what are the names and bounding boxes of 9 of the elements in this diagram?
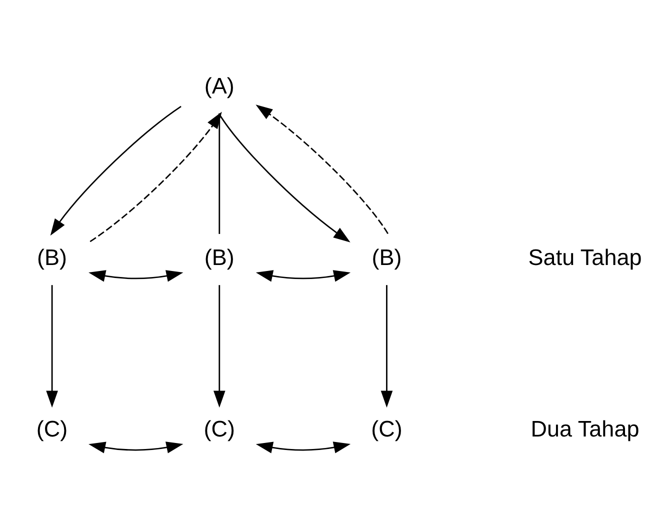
node-text: (B) (372, 244, 402, 270)
node-text: (B) (37, 244, 68, 270)
node-text: (B) (204, 244, 234, 270)
label: Satu Tahap (528, 244, 642, 270)
node-text: (C) (36, 416, 68, 442)
label: Dua Tahap (530, 416, 640, 442)
node-text: (C) (371, 416, 402, 442)
node-text: (A) (204, 73, 234, 98)
node-text: (C) (204, 416, 236, 442)
